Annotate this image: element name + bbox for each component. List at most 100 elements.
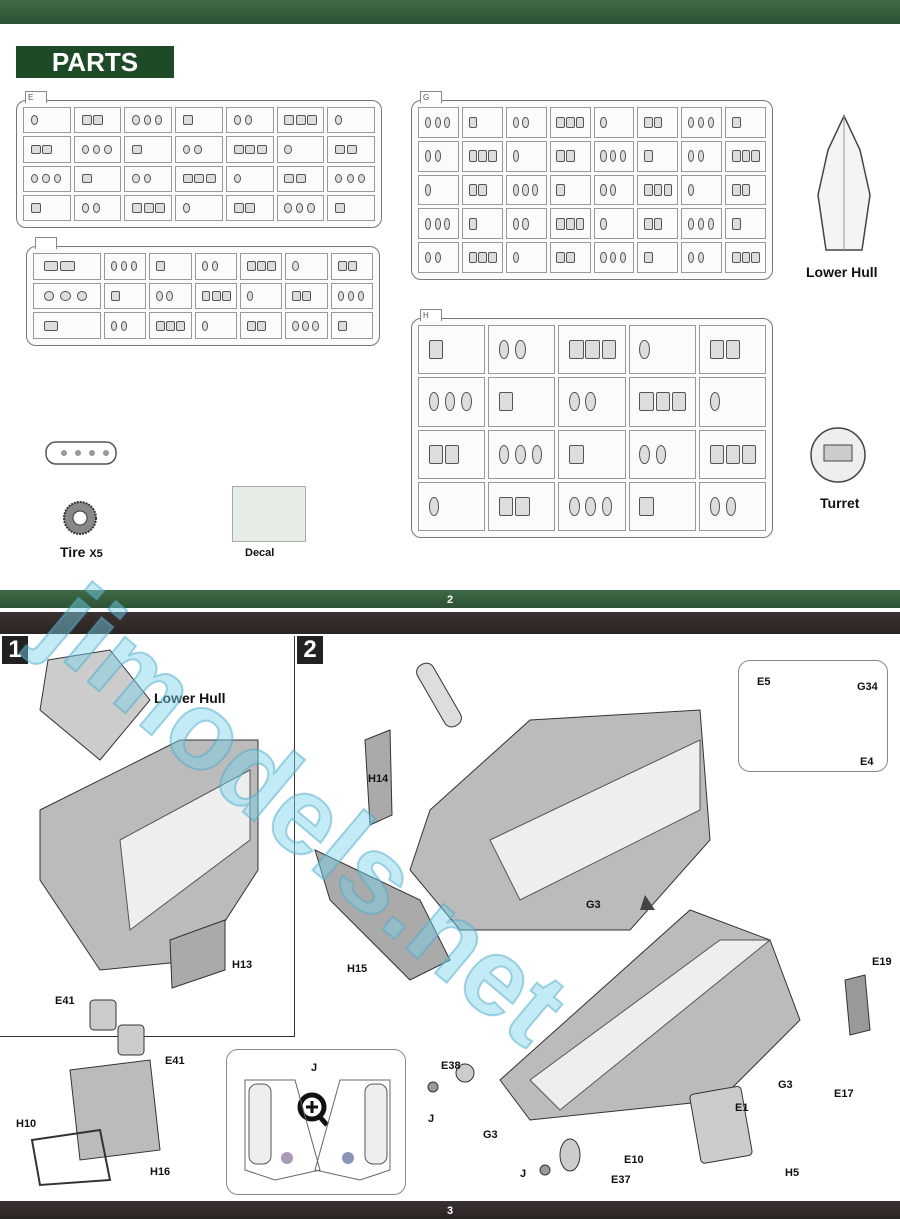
sprue-part-cell xyxy=(225,194,274,221)
sprue-part xyxy=(132,144,143,155)
sprue-part-cell xyxy=(194,282,237,310)
sprue-part xyxy=(639,496,654,516)
sprue-part xyxy=(585,496,596,516)
sprue-part xyxy=(92,115,104,125)
sprue-part xyxy=(697,218,705,230)
sprue-part xyxy=(424,251,432,264)
sprue-part-cell xyxy=(33,253,101,280)
decal-sheet xyxy=(232,486,306,542)
decal-label: Decal xyxy=(245,547,275,559)
sprue-part xyxy=(478,184,487,196)
part-label-e41: E41 xyxy=(165,1055,185,1067)
sprue-part xyxy=(498,392,514,412)
sprue-part-cell xyxy=(418,174,459,206)
sprue-part-cell xyxy=(593,174,635,206)
sprue-part-cell xyxy=(239,282,283,310)
sprue-part xyxy=(292,320,299,331)
sprue-part-cell xyxy=(549,208,591,240)
sprue-part xyxy=(515,444,526,464)
sprue-part-cell xyxy=(725,140,766,172)
part-label-h15: H15 xyxy=(347,963,368,975)
sprue-part xyxy=(644,150,653,162)
sprue-part-cell xyxy=(33,282,101,310)
sprue-part-cell xyxy=(725,174,766,206)
part-label-j: J xyxy=(428,1113,435,1125)
sprue-g: G xyxy=(411,91,773,280)
sprue-part xyxy=(81,144,89,155)
sprue-part xyxy=(211,291,221,301)
sprue-part-cell xyxy=(418,140,459,172)
sprue-part xyxy=(556,251,565,264)
sprue-part xyxy=(566,218,575,230)
sprue-part-cell xyxy=(549,107,591,138)
sprue-part xyxy=(556,184,565,196)
sprue-part xyxy=(53,173,62,184)
top-header-band xyxy=(0,0,900,24)
sprue-part-cell xyxy=(418,429,486,479)
page-number: 3 xyxy=(446,1205,454,1217)
sprue-part-cell xyxy=(725,107,766,138)
part-label-h16: H16 xyxy=(150,1166,171,1178)
sprue-part xyxy=(600,116,607,129)
turret-part xyxy=(810,427,866,483)
sprue-part xyxy=(155,115,163,125)
sprue-part xyxy=(468,251,478,264)
sprue-part xyxy=(201,291,211,301)
small-sprue-part xyxy=(45,441,117,465)
sprue-part xyxy=(498,340,510,360)
sprue-part-cell xyxy=(628,429,696,479)
tire-label: Tire X5 xyxy=(60,544,103,560)
sprue-part xyxy=(245,144,256,155)
sprue-part xyxy=(653,218,663,230)
sprue-part xyxy=(337,320,347,331)
sprue-part xyxy=(725,444,741,464)
sprue-part xyxy=(522,218,529,230)
sprue-part xyxy=(512,184,519,196)
sprue-part xyxy=(569,392,580,412)
sprue-part xyxy=(257,320,266,331)
sprue-part xyxy=(731,184,741,196)
sprue-part-cell xyxy=(103,312,147,339)
part-label-e37: E37 xyxy=(611,1174,631,1186)
sprue-letter: E xyxy=(25,91,47,103)
sprue-part-cell xyxy=(73,165,122,192)
part-label-e4: E4 xyxy=(860,756,874,768)
sprue-part-cell xyxy=(488,377,556,427)
sprue-part-cell xyxy=(461,242,503,273)
sprue-part xyxy=(688,184,695,196)
sprue-part xyxy=(731,251,741,264)
sprue-part xyxy=(644,116,653,129)
sprue-part-cell xyxy=(149,312,192,339)
sprue-part xyxy=(707,116,714,129)
sprue-part xyxy=(575,218,585,230)
sprue-part-cell xyxy=(175,194,223,221)
sprue-part-cell xyxy=(558,481,626,531)
sprue-part xyxy=(60,261,75,272)
sprue-part xyxy=(742,444,757,464)
sprue-part xyxy=(221,291,231,301)
sprue-part-cell xyxy=(681,140,723,172)
sprue-part-cell xyxy=(461,174,503,206)
sprue-part xyxy=(284,115,295,125)
sprue-part-cell xyxy=(593,242,635,273)
step-1-diagram xyxy=(30,649,259,1187)
sprue-part-cell xyxy=(488,429,556,479)
sprue-part-cell xyxy=(461,208,503,240)
page-2-footer: 2 xyxy=(0,590,900,608)
sprue-part xyxy=(424,184,432,196)
part-label-e1: E1 xyxy=(735,1102,749,1114)
sprue-part-cell xyxy=(593,140,635,172)
sprue-part xyxy=(284,203,292,213)
sprue-part xyxy=(709,392,720,412)
sprue-part xyxy=(182,115,194,125)
sprue-part xyxy=(461,392,472,412)
tire-qty: X5 xyxy=(89,548,103,560)
sprue-part xyxy=(697,116,705,129)
parts-title: PARTS xyxy=(16,46,174,78)
sprue-part xyxy=(566,251,575,264)
sprue-part xyxy=(512,150,519,162)
sprue-part-cell xyxy=(175,107,223,134)
sprue-part-cell xyxy=(124,107,173,134)
sprue-part xyxy=(644,251,653,264)
sprue-letter: H xyxy=(420,309,442,321)
